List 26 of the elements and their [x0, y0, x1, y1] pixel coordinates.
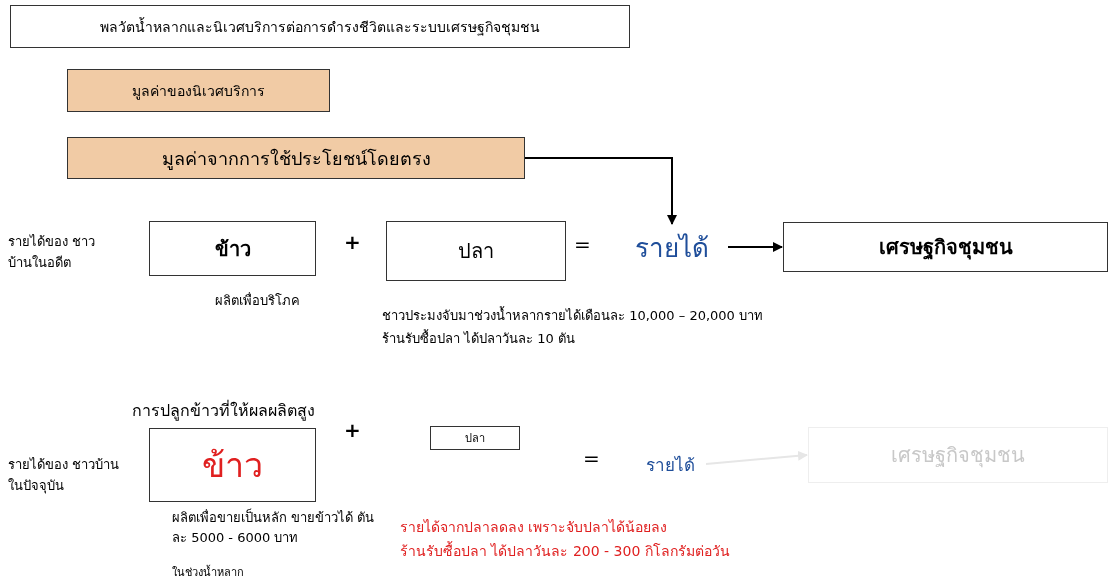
note-text: รายได้จากปลาลดลง เพราะจับปลาได้น้อยลง [400, 518, 668, 537]
text-box: ปลา [386, 221, 566, 281]
arrow [727, 242, 783, 252]
operator-sign: + [344, 418, 361, 442]
note-text: ชาวประมงจับมาช่วงน้ำหลากรายได้เดือนละ 10,000 – 20,000 บาท [382, 305, 763, 325]
note-text: ร้านรับซื้อปลา ได้ปลาวันละ 200 - 300 กิโลกรัมต่อวัน [400, 540, 730, 561]
node-caption: ผลิตเพื่อขายเป็นหลัก ขายข้าวได้ ตันละ 5000 - 6000 บาท [172, 508, 376, 547]
result-text: รายได้ [640, 450, 700, 478]
operator-sign: = [574, 232, 591, 256]
operator-sign: = [583, 446, 600, 470]
arrow [705, 450, 808, 465]
text-box: ข้าว [149, 221, 316, 276]
note-text: ร้านรับซื้อปลา ได้ปลาวันละ 10 ตัน [382, 328, 575, 348]
text-box: มูลค่าจากการใช้ประโยชน์โดยตรง [67, 137, 525, 179]
node-caption: ในช่วงน้ำหลาก [172, 564, 244, 581]
node-caption: ผลิตเพื่อบริโภค [215, 291, 300, 310]
arrow [524, 157, 677, 225]
result-text: รายได้ [622, 224, 722, 270]
text-box: ปลา [430, 426, 520, 450]
text-box: ข้าว [149, 428, 316, 502]
note-text: รายได้ของ ชาวบ้านในอดีต [8, 233, 97, 272]
operator-sign: + [344, 230, 361, 254]
note-text: รายได้ของ ชาวบ้านในปัจจุบัน [8, 456, 121, 496]
text-box: เศรษฐกิจชุมชน [783, 222, 1108, 272]
text-box: พลวัตน้ำหลากและนิเวศบริการต่อการดำรงชีวิตและระบบเศรษฐกิจชุมชน [10, 5, 630, 48]
text-box: มูลค่าของนิเวศบริการ [67, 69, 330, 112]
